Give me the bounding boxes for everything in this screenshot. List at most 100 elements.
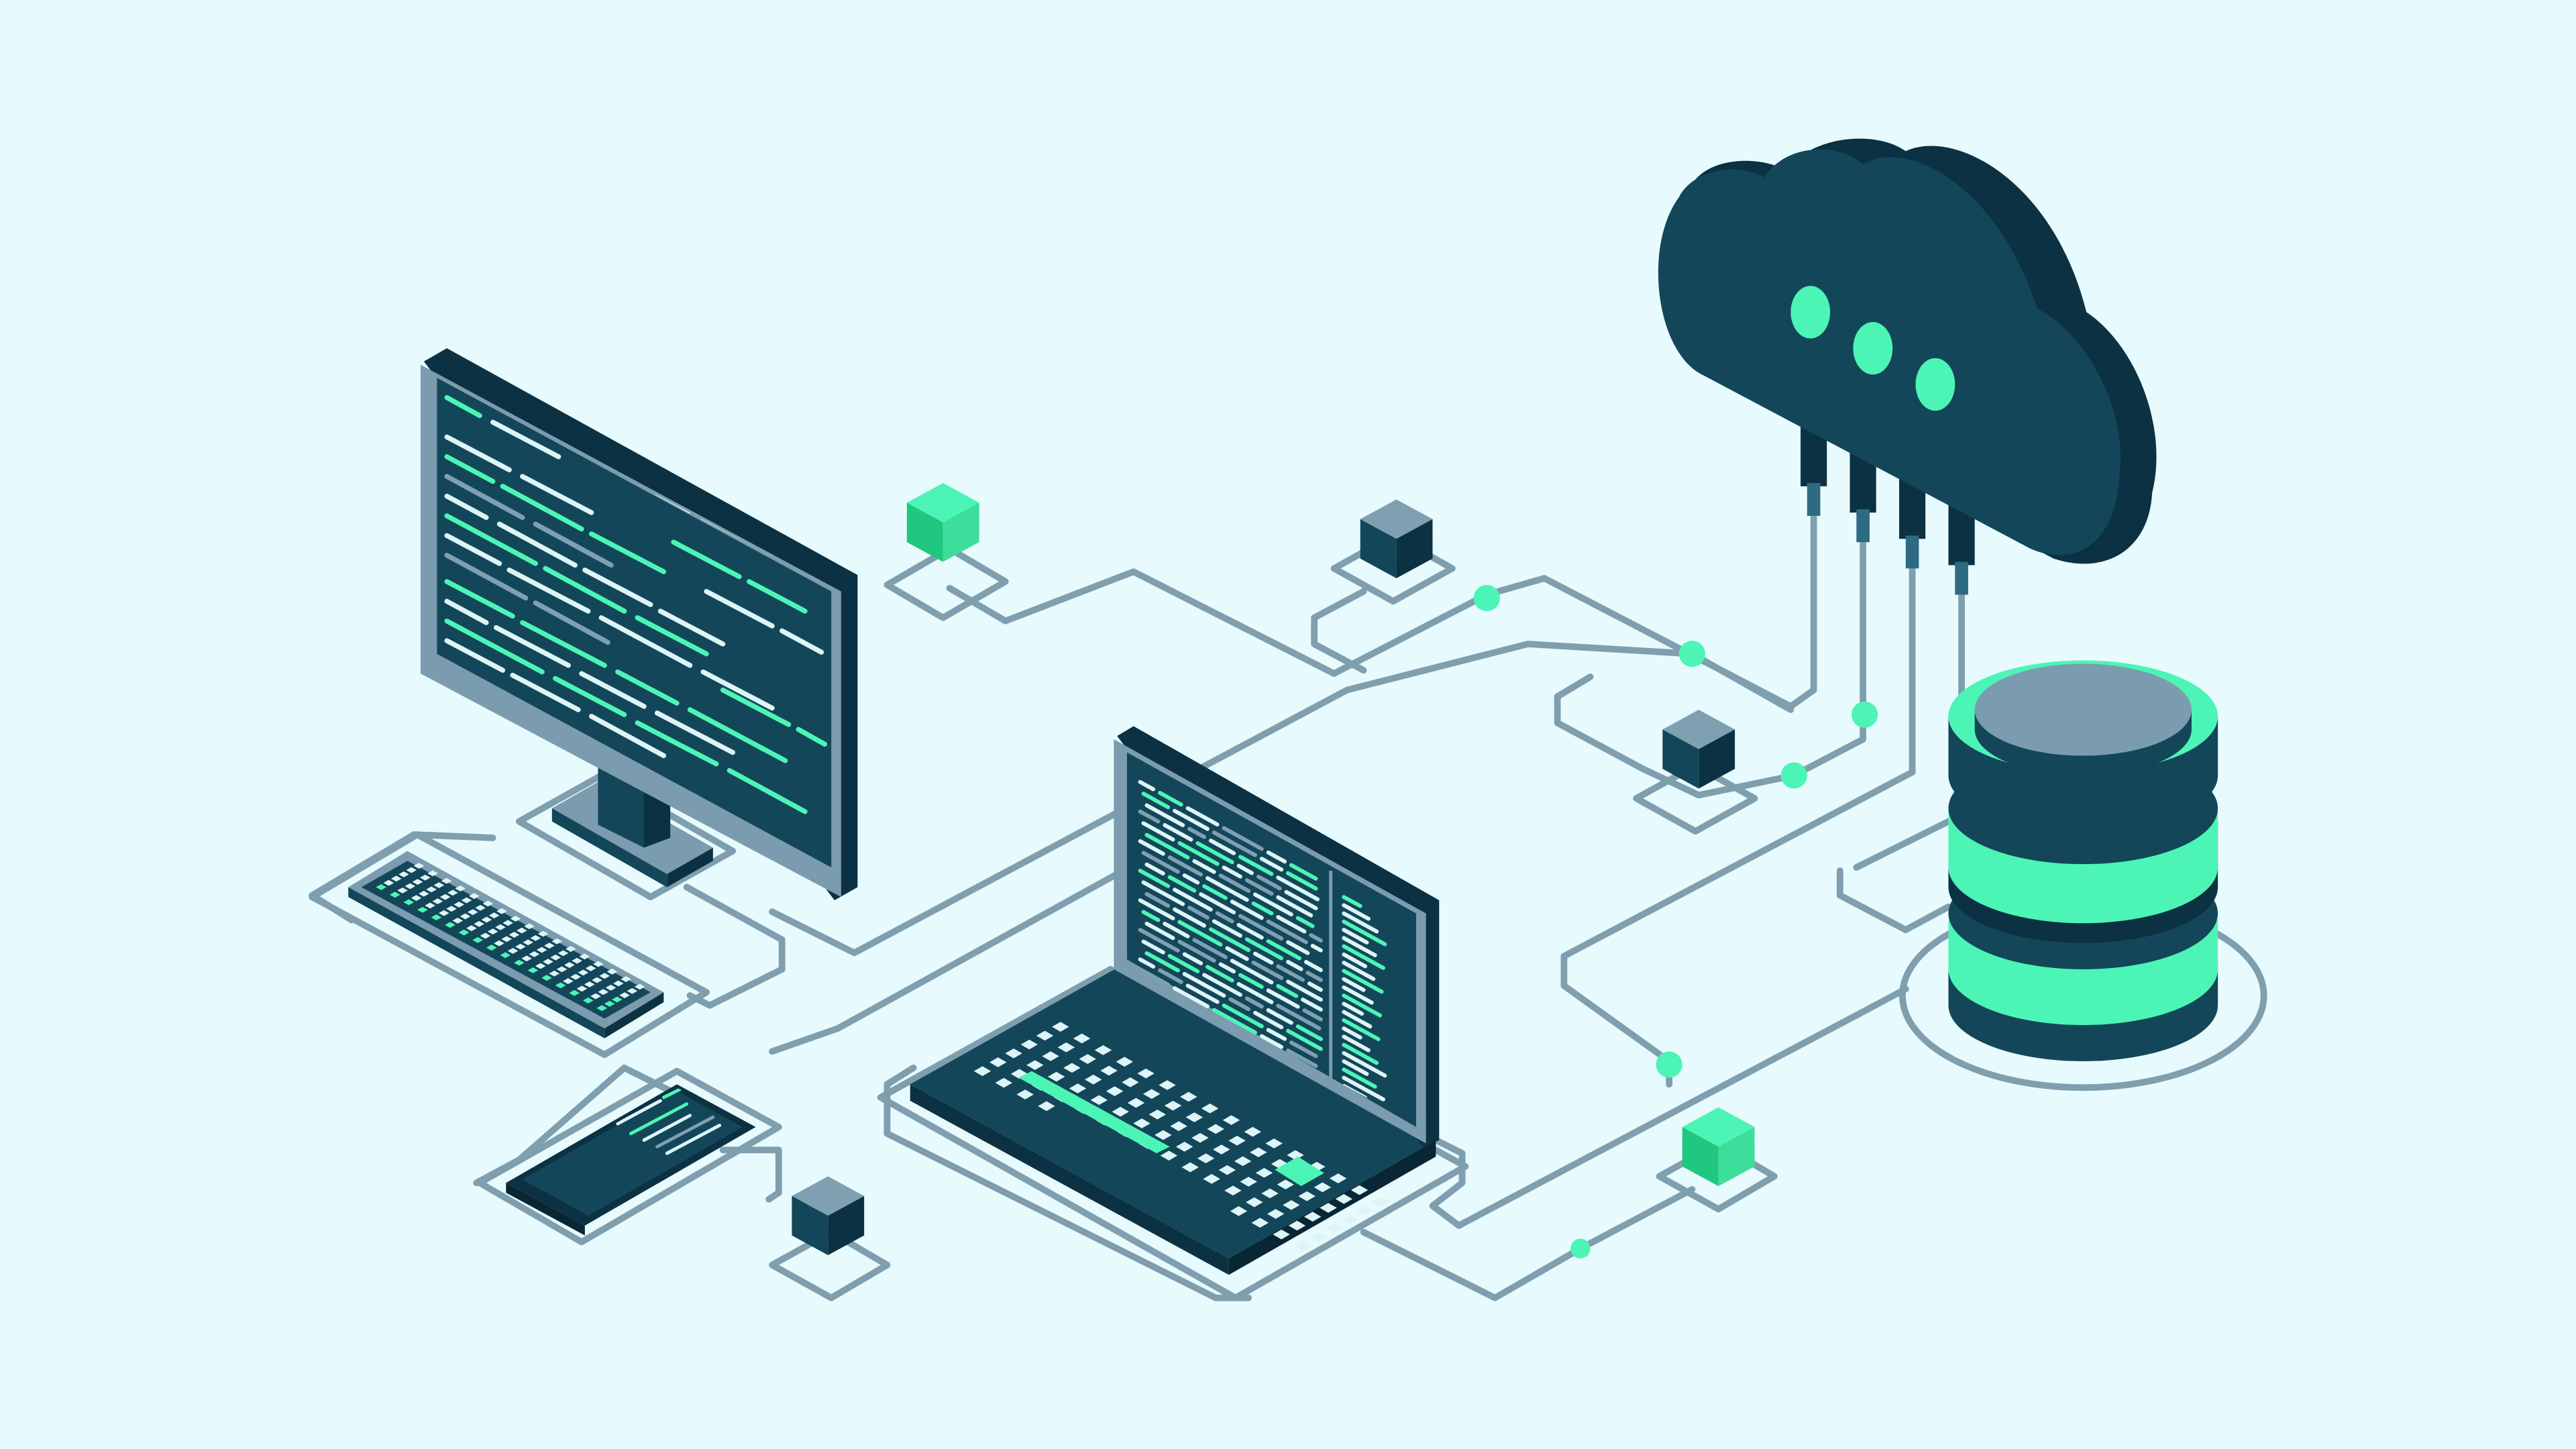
keyboard-key — [455, 885, 466, 892]
laptop-spacebar — [1018, 1071, 1170, 1154]
keyboard-key — [441, 877, 452, 884]
laptop-key — [1228, 1135, 1246, 1146]
laptop-code-line — [1342, 985, 1374, 1005]
keyboard — [348, 851, 664, 1038]
keyboard-key — [419, 890, 429, 897]
laptop-code-line — [1276, 875, 1320, 902]
keyboard-key — [510, 916, 521, 922]
keyboard-key — [627, 987, 638, 994]
laptop-key — [1350, 1185, 1368, 1195]
laptop-code-line — [1286, 979, 1323, 1002]
laptop-code-line — [1192, 859, 1216, 874]
laptop-code-line — [1138, 869, 1171, 888]
laptop-code-line — [1304, 960, 1323, 973]
laptop-code-line — [1222, 865, 1242, 879]
laptop-code-line — [1289, 1040, 1318, 1059]
laptop-code-line — [1177, 841, 1220, 866]
laptop — [910, 726, 1440, 1275]
keyboard-key — [481, 916, 492, 923]
laptop-code-line — [1177, 939, 1216, 963]
laptop-code-line — [1144, 892, 1171, 908]
laptop-key — [1240, 1177, 1257, 1187]
laptop-code-line — [1238, 973, 1264, 989]
keyboard-key — [480, 932, 491, 939]
keyboard-key — [502, 920, 514, 926]
node-cube-center — [1662, 709, 1735, 789]
laptop-code-line — [1144, 921, 1175, 941]
laptop-code-line — [1266, 1028, 1287, 1041]
laptop-code-line — [1342, 911, 1379, 934]
laptop-code-line — [1187, 906, 1210, 920]
laptop-key — [1213, 1144, 1230, 1155]
laptop-code-line — [1141, 851, 1180, 874]
laptop-code-line — [1342, 903, 1371, 921]
laptop-code-line — [1284, 890, 1318, 910]
laptop-key — [1250, 1147, 1267, 1158]
pad-laptop — [877, 966, 1469, 1301]
keyboard-key — [406, 867, 417, 873]
smartphone — [506, 1084, 756, 1236]
keyboard-key — [523, 939, 533, 946]
laptop-code-line — [1253, 1010, 1284, 1030]
keyboard-key — [501, 936, 513, 943]
laptop-code-line — [1302, 1008, 1323, 1022]
laptop-key — [1090, 1095, 1108, 1106]
laptop-code-line — [1144, 833, 1190, 860]
keyboard-key — [426, 886, 437, 893]
laptop-code-line — [1307, 981, 1323, 992]
laptop-code-line — [1266, 919, 1308, 945]
keyboard-key — [584, 981, 595, 987]
phone-code-lines — [616, 1087, 722, 1155]
keyboard-key — [447, 890, 458, 896]
laptop-code-line — [1192, 938, 1228, 959]
laptop-code-line — [1141, 969, 1171, 987]
laptop-code-line — [1236, 863, 1254, 875]
laptop-code-line — [1138, 839, 1165, 856]
laptop-code-line — [1342, 1075, 1385, 1102]
laptop-code-line — [1276, 983, 1299, 998]
laptop-code-line — [1141, 821, 1175, 842]
node-pads — [309, 532, 2267, 1301]
laptop-code-line — [1342, 1002, 1364, 1016]
laptop-code-line — [1212, 830, 1257, 857]
node-cube-green-bottom — [1682, 1107, 1755, 1187]
laptop-key — [1160, 1150, 1178, 1161]
laptop-code-line — [1259, 857, 1284, 872]
keyboard-key — [466, 925, 477, 932]
laptop-key — [1287, 1150, 1304, 1161]
keyboard-key — [461, 897, 472, 904]
laptop-code-line — [1342, 961, 1376, 981]
keyboard-key — [507, 948, 519, 954]
laptop-code-line — [1256, 874, 1282, 891]
keyboard-key — [482, 900, 494, 907]
laptop-code-line — [1158, 968, 1183, 984]
keyboard-key — [524, 923, 535, 930]
laptop-code-line — [1259, 1034, 1284, 1049]
laptop-key — [1164, 1100, 1182, 1111]
laptop-code-line — [1173, 808, 1210, 831]
keyboard-key — [474, 920, 484, 927]
laptop-code-line — [1215, 911, 1234, 924]
keyboard-key — [467, 909, 478, 916]
laptop-code-line — [1342, 1067, 1377, 1089]
laptop-key — [1251, 1218, 1269, 1228]
laptop-code-line — [1253, 892, 1293, 917]
laptop-code-line — [1182, 971, 1226, 998]
keyboard-key — [488, 912, 500, 918]
laptop-key — [1005, 1048, 1022, 1059]
laptop-code-line — [1342, 977, 1366, 992]
pad-center — [1633, 762, 1758, 835]
laptop-key — [1127, 1097, 1145, 1108]
laptop-code-line — [1310, 944, 1323, 953]
phone-screen — [522, 1091, 743, 1216]
keyboard-key — [585, 965, 596, 971]
keyboard-key — [516, 927, 527, 934]
laptop-code-line — [1141, 910, 1161, 922]
laptop-code-line — [1182, 873, 1200, 885]
network-wires — [309, 509, 2011, 1301]
laptop-code-line — [1163, 823, 1193, 842]
laptop-code-line — [1342, 1042, 1379, 1065]
keyboard-key — [475, 904, 486, 911]
cloud-server — [1658, 138, 2157, 595]
